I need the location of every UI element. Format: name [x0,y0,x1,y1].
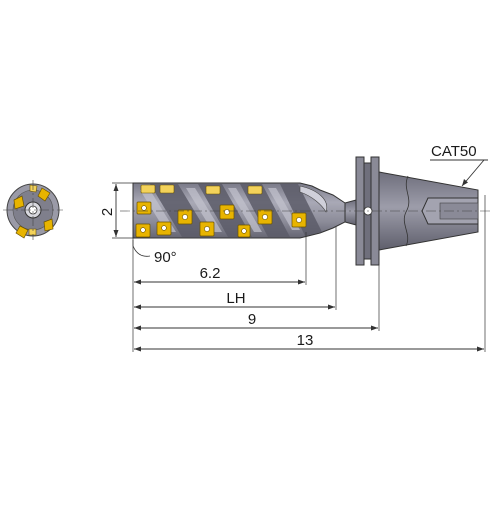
overall-length-arrow-left [134,346,141,352]
angle-arc [132,245,151,257]
head-length-arrow-right [328,304,335,310]
flute-length-label: 6.2 [200,265,221,282]
side-view [120,156,492,266]
dia-arrow-bottom [113,230,119,237]
end-insert-5 [29,184,38,193]
taper-break-line [403,175,410,247]
flute-length-arrow-left [134,279,141,285]
overall-length-arrow-right [477,346,484,352]
shank-type-leader-arrow [462,179,468,186]
shank-type-label: CAT50 [431,143,477,160]
gauge-length-label: 9 [248,311,256,328]
insert-top-2 [159,184,175,194]
overall-length-label: 13 [297,332,314,349]
head-length-arrow-left [134,304,141,310]
end-view [3,180,63,240]
highlight-2 [186,188,222,232]
highlight-3 [228,188,262,232]
end-insert-1 [13,195,25,210]
end-insert-6 [28,228,37,236]
end-insert-3 [43,218,54,232]
dia-arrow-top [113,184,119,191]
end-insert-2 [37,187,51,202]
flute-4 [280,184,322,236]
insert-top-1 [140,184,156,194]
cutting-diameter-label: 2 [99,208,116,216]
insert-top-3 [205,185,221,195]
insert-top-4 [247,185,263,195]
neck [344,199,357,226]
lead-angle-label: 90° [154,249,177,266]
flute-length-arrow-right [298,279,305,285]
dimensions: 2 90° 6.2 LH 9 13 CAT50 [99,143,488,352]
side-inserts [135,184,307,238]
flute-runout [299,185,328,213]
end-insert-4 [15,225,29,239]
gauge-length-arrow-left [134,325,141,331]
end-view-inserts [13,184,54,239]
head-length-label: LH [226,290,245,307]
gauge-length-arrow-right [371,325,378,331]
